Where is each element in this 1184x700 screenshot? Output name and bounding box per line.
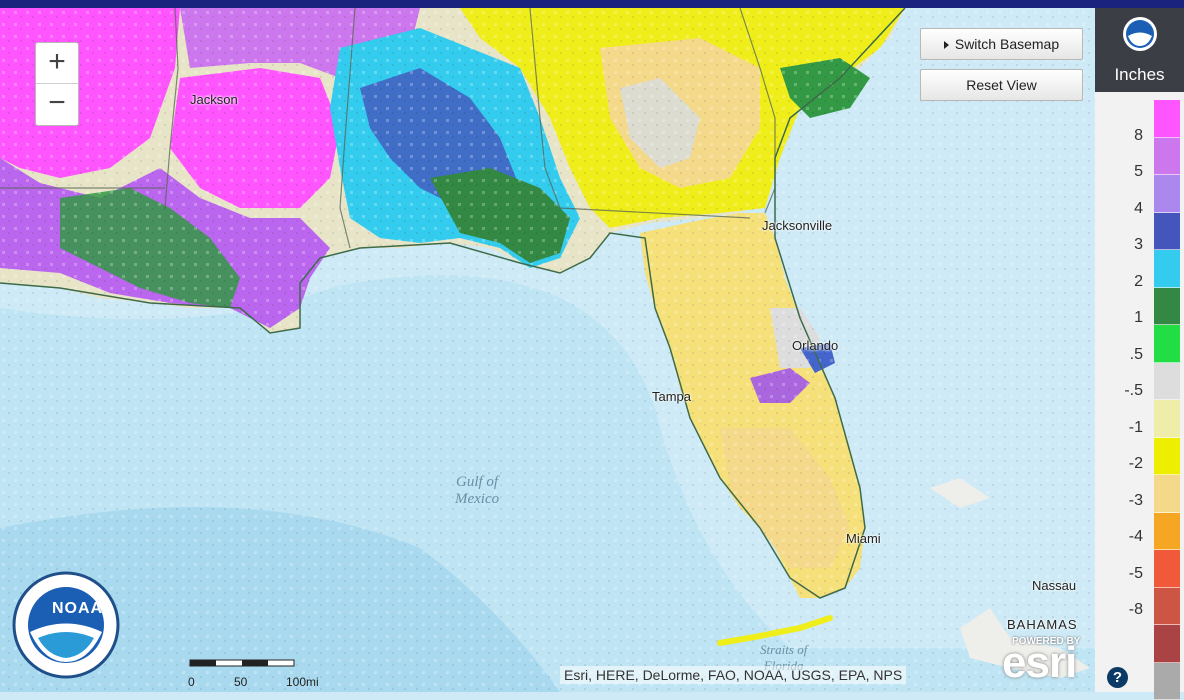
legend-swatch — [1154, 175, 1180, 213]
legend-label: 1 — [1103, 309, 1143, 327]
legend-label: -5 — [1103, 565, 1143, 583]
noaa-seal: NOAA — [8, 570, 130, 687]
legend-title: Inches — [1095, 65, 1184, 85]
legend-swatch — [1154, 288, 1180, 326]
zoom-in-button[interactable]: + — [36, 43, 78, 83]
legend-swatch — [1154, 475, 1180, 513]
legend-label: -1 — [1103, 419, 1143, 437]
legend-label: .5 — [1103, 346, 1143, 364]
legend-label: 4 — [1103, 200, 1143, 218]
legend-label: -8 — [1103, 601, 1143, 619]
legend-swatch — [1154, 213, 1180, 251]
label-tampa: Tampa — [652, 389, 691, 404]
zoom-control: + − — [35, 42, 79, 126]
legend-swatch — [1154, 100, 1180, 138]
scale-bar: 0 50 100mi — [188, 657, 338, 691]
label-jackson: Jackson — [190, 92, 238, 107]
legend-swatch — [1154, 325, 1180, 363]
reset-view-button[interactable]: Reset View — [920, 69, 1083, 101]
legend-swatch — [1154, 550, 1180, 588]
scale-graphic — [188, 658, 298, 670]
legend-label: 8 — [1103, 127, 1143, 145]
label-nassau: Nassau — [1032, 578, 1076, 593]
legend-label: 2 — [1103, 273, 1143, 291]
legend-header: Inches — [1095, 8, 1184, 92]
noaa-label: NOAA — [52, 600, 103, 618]
texture-overlay — [0, 8, 1095, 692]
scale-tick-50: 50 — [234, 675, 247, 689]
triangle-right-icon — [944, 41, 949, 49]
switch-basemap-label: Switch Basemap — [955, 36, 1059, 52]
switch-basemap-button[interactable]: Switch Basemap — [920, 28, 1083, 60]
label-gulf-of-mexico: Gulf of Mexico — [455, 474, 499, 508]
help-button[interactable]: ? — [1107, 667, 1128, 688]
legend-label: 3 — [1103, 236, 1143, 254]
legend-swatch — [1154, 625, 1180, 663]
legend-swatch — [1154, 663, 1180, 700]
legend-swatch — [1154, 363, 1180, 401]
noaa-logo-icon — [1122, 16, 1158, 52]
legend-swatch — [1154, 588, 1180, 626]
top-bar — [0, 0, 1184, 8]
label-jacksonville: Jacksonville — [762, 218, 832, 233]
zoom-out-button[interactable]: − — [36, 83, 78, 124]
noaa-seal-icon — [8, 570, 130, 682]
map-canvas[interactable] — [0, 8, 1095, 692]
reset-view-label: Reset View — [966, 77, 1037, 93]
legend-swatch — [1154, 138, 1180, 176]
legend-panel: Inches 8 5 4 3 2 1 .5 -.5 -1 -2 -3 -4 -5 -8 — [1095, 8, 1184, 692]
label-orlando: Orlando — [792, 338, 838, 353]
label-bahamas: BAHAMAS — [1007, 617, 1078, 632]
label-miami: Miami — [846, 531, 881, 546]
legend-swatch — [1154, 400, 1180, 438]
legend-label: -3 — [1103, 492, 1143, 510]
esri-logo: esri POWERED BY — [996, 632, 1090, 688]
legend-swatch — [1154, 438, 1180, 476]
map-attribution: Esri, HERE, DeLorme, FAO, NOAA, USGS, EP… — [560, 666, 906, 684]
legend-label: 5 — [1103, 163, 1143, 181]
esri-powered-by: POWERED BY — [1012, 636, 1080, 647]
legend-label: -.5 — [1103, 382, 1143, 400]
legend-label: -2 — [1103, 455, 1143, 473]
precipitation-map[interactable]: Jackson Jacksonville Orlando Tampa Miami… — [0, 8, 1095, 692]
legend-color-bar — [1154, 100, 1180, 700]
scale-tick-100: 100mi — [286, 675, 319, 689]
legend-label: -4 — [1103, 528, 1143, 546]
scale-tick-0: 0 — [188, 675, 195, 689]
legend-swatch — [1154, 513, 1180, 551]
legend-swatch — [1154, 250, 1180, 288]
